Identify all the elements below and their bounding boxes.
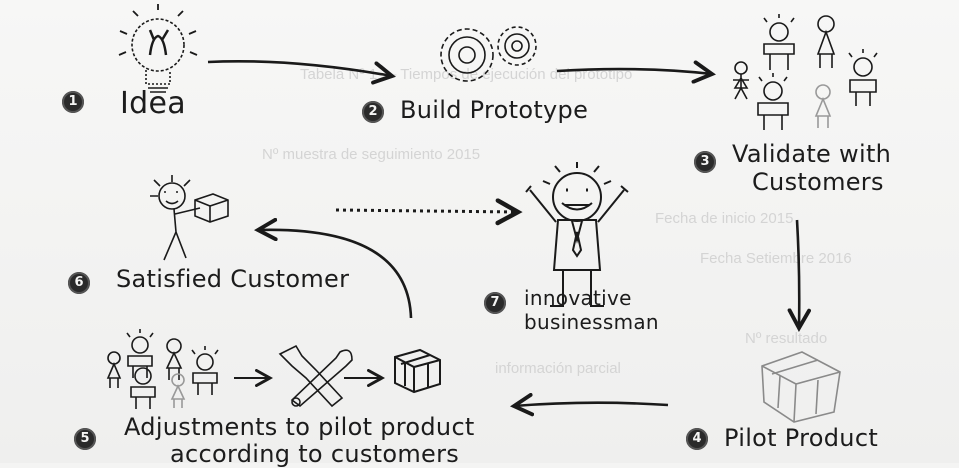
bleed-through-text: Nº resultado bbox=[745, 330, 828, 347]
step-label-idea: Idea bbox=[120, 86, 186, 121]
step-label-innovative: innovative bbox=[524, 286, 632, 310]
step-label-pilot-product: Pilot Product bbox=[724, 424, 879, 452]
step-label-build-prototype: Build Prototype bbox=[400, 96, 589, 124]
arrow-validate-to-pilot bbox=[797, 219, 799, 328]
step-number-badge: 5 bbox=[74, 428, 96, 450]
arrow-prototype-to-validate bbox=[556, 69, 712, 74]
arrow-pilot-to-adjustments bbox=[514, 403, 669, 406]
satisfied-customer-icon bbox=[150, 175, 229, 261]
step-number-badge: 4 bbox=[686, 428, 708, 450]
customers-group-icon bbox=[733, 14, 878, 130]
bleed-through-text: Nº muestra de seguimiento 2015 bbox=[262, 146, 481, 163]
step-number-badge: 6 bbox=[68, 272, 90, 294]
step-label-validate-line2: Customers bbox=[752, 168, 884, 196]
bleed-through-text: Fecha Setiembre 2016 bbox=[700, 250, 852, 267]
step-label-businessman: businessman bbox=[524, 310, 659, 334]
cube-icon bbox=[394, 348, 441, 394]
step-number-badge: 3 bbox=[694, 151, 716, 173]
step-number-badge: 7 bbox=[484, 292, 506, 314]
dotted-arrow-to-businessman bbox=[335, 210, 518, 212]
arrow-idea-to-prototype bbox=[207, 59, 392, 76]
bleed-through-text: Fecha de inicio 2015 bbox=[655, 210, 794, 227]
tools-icon bbox=[278, 344, 353, 408]
businessman-icon bbox=[525, 162, 629, 307]
bleed-through-text: información parcial bbox=[495, 360, 621, 377]
step-number-badge: 1 bbox=[62, 91, 84, 113]
step-number-badge: 2 bbox=[362, 101, 384, 123]
step-label-adjustments-line1: Adjustments to pilot product bbox=[124, 413, 475, 441]
lightbulb-icon bbox=[118, 4, 198, 93]
gears-icon bbox=[440, 26, 537, 82]
cube-icon bbox=[761, 351, 841, 423]
arrow-adjustments-to-satisfied bbox=[258, 230, 413, 319]
customers-group-icon bbox=[106, 329, 219, 409]
step-label-validate-line1: Validate with bbox=[732, 140, 892, 168]
step-label-adjustments-line2: according to customers bbox=[170, 440, 460, 468]
step-label-satisfied-customer: Satisfied Customer bbox=[116, 265, 350, 293]
